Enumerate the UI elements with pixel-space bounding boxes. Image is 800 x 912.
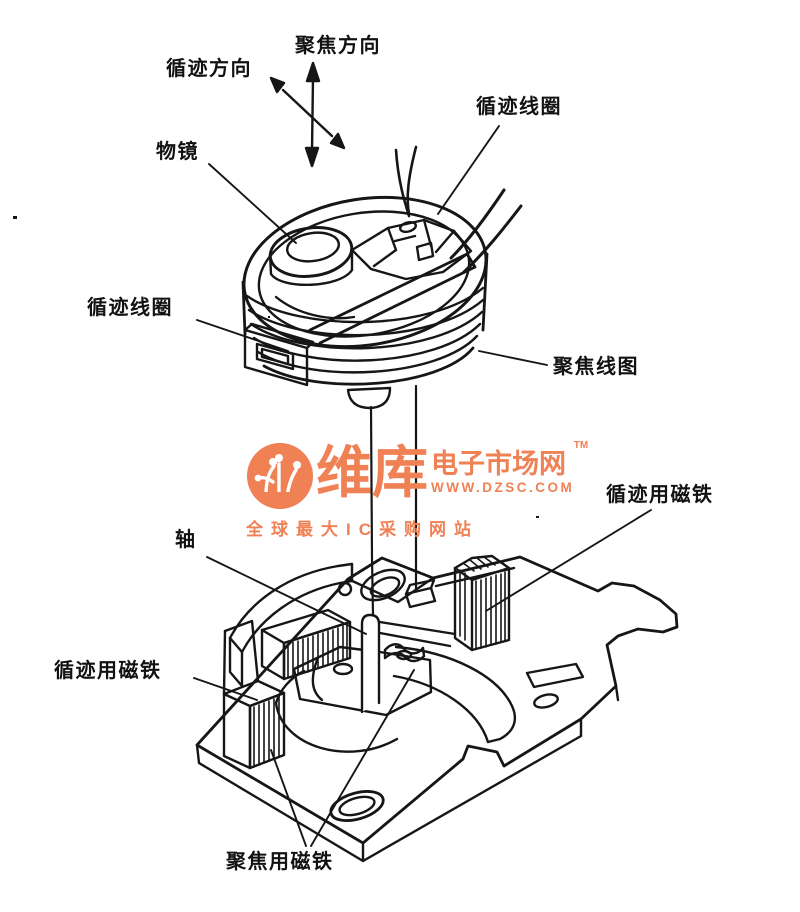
watermark-tagline: 全球最大IC采购网站 [246, 520, 479, 539]
tracking-direction-arrow [269, 76, 346, 150]
label-tracking-direction: 循迹方向 [166, 58, 252, 80]
label-shaft: 轴 [175, 529, 197, 551]
label-tracking-coil-left: 循迹线圈 [87, 297, 173, 319]
tracking-magnet-right-block [453, 554, 511, 652]
watermark-brand-suffix: 电子市场网 [431, 449, 566, 479]
label-tracking-coil-top: 循迹线圈 [476, 96, 562, 118]
label-focus-direction: 聚焦方向 [295, 35, 381, 57]
label-tracking-magnet-right: 循迹用磁铁 [606, 484, 714, 506]
watermark-tm: TM [573, 440, 589, 451]
objective-lens-shape [268, 226, 354, 286]
watermark-url: WWW.DZSC.COM [431, 480, 575, 495]
focus-direction-arrow [304, 61, 321, 168]
dzsc-logo-icon [247, 443, 313, 509]
tracking-coil-tab [243, 322, 315, 387]
label-tracking-magnet-left: 循迹用磁铁 [54, 660, 162, 682]
tracking-magnet-front-left [222, 619, 286, 770]
watermark-brand: 维库 [316, 441, 428, 504]
shaft-pin [360, 613, 381, 714]
label-objective-lens: 物镜 [156, 141, 199, 163]
tracking-magnet-center-left [260, 608, 352, 681]
actuator-drum [241, 145, 523, 410]
leader-lines [193, 125, 652, 847]
base-plate [195, 554, 679, 863]
yoke-arc [228, 562, 354, 688]
print-specks [13, 216, 539, 518]
watermark: 维库 电子市场网 TM WWW.DZSC.COM 全球最大IC采购网站 [246, 440, 588, 540]
label-focus-magnet: 聚焦用磁铁 [226, 851, 334, 873]
label-focus-coil: 聚焦线图 [553, 356, 639, 378]
